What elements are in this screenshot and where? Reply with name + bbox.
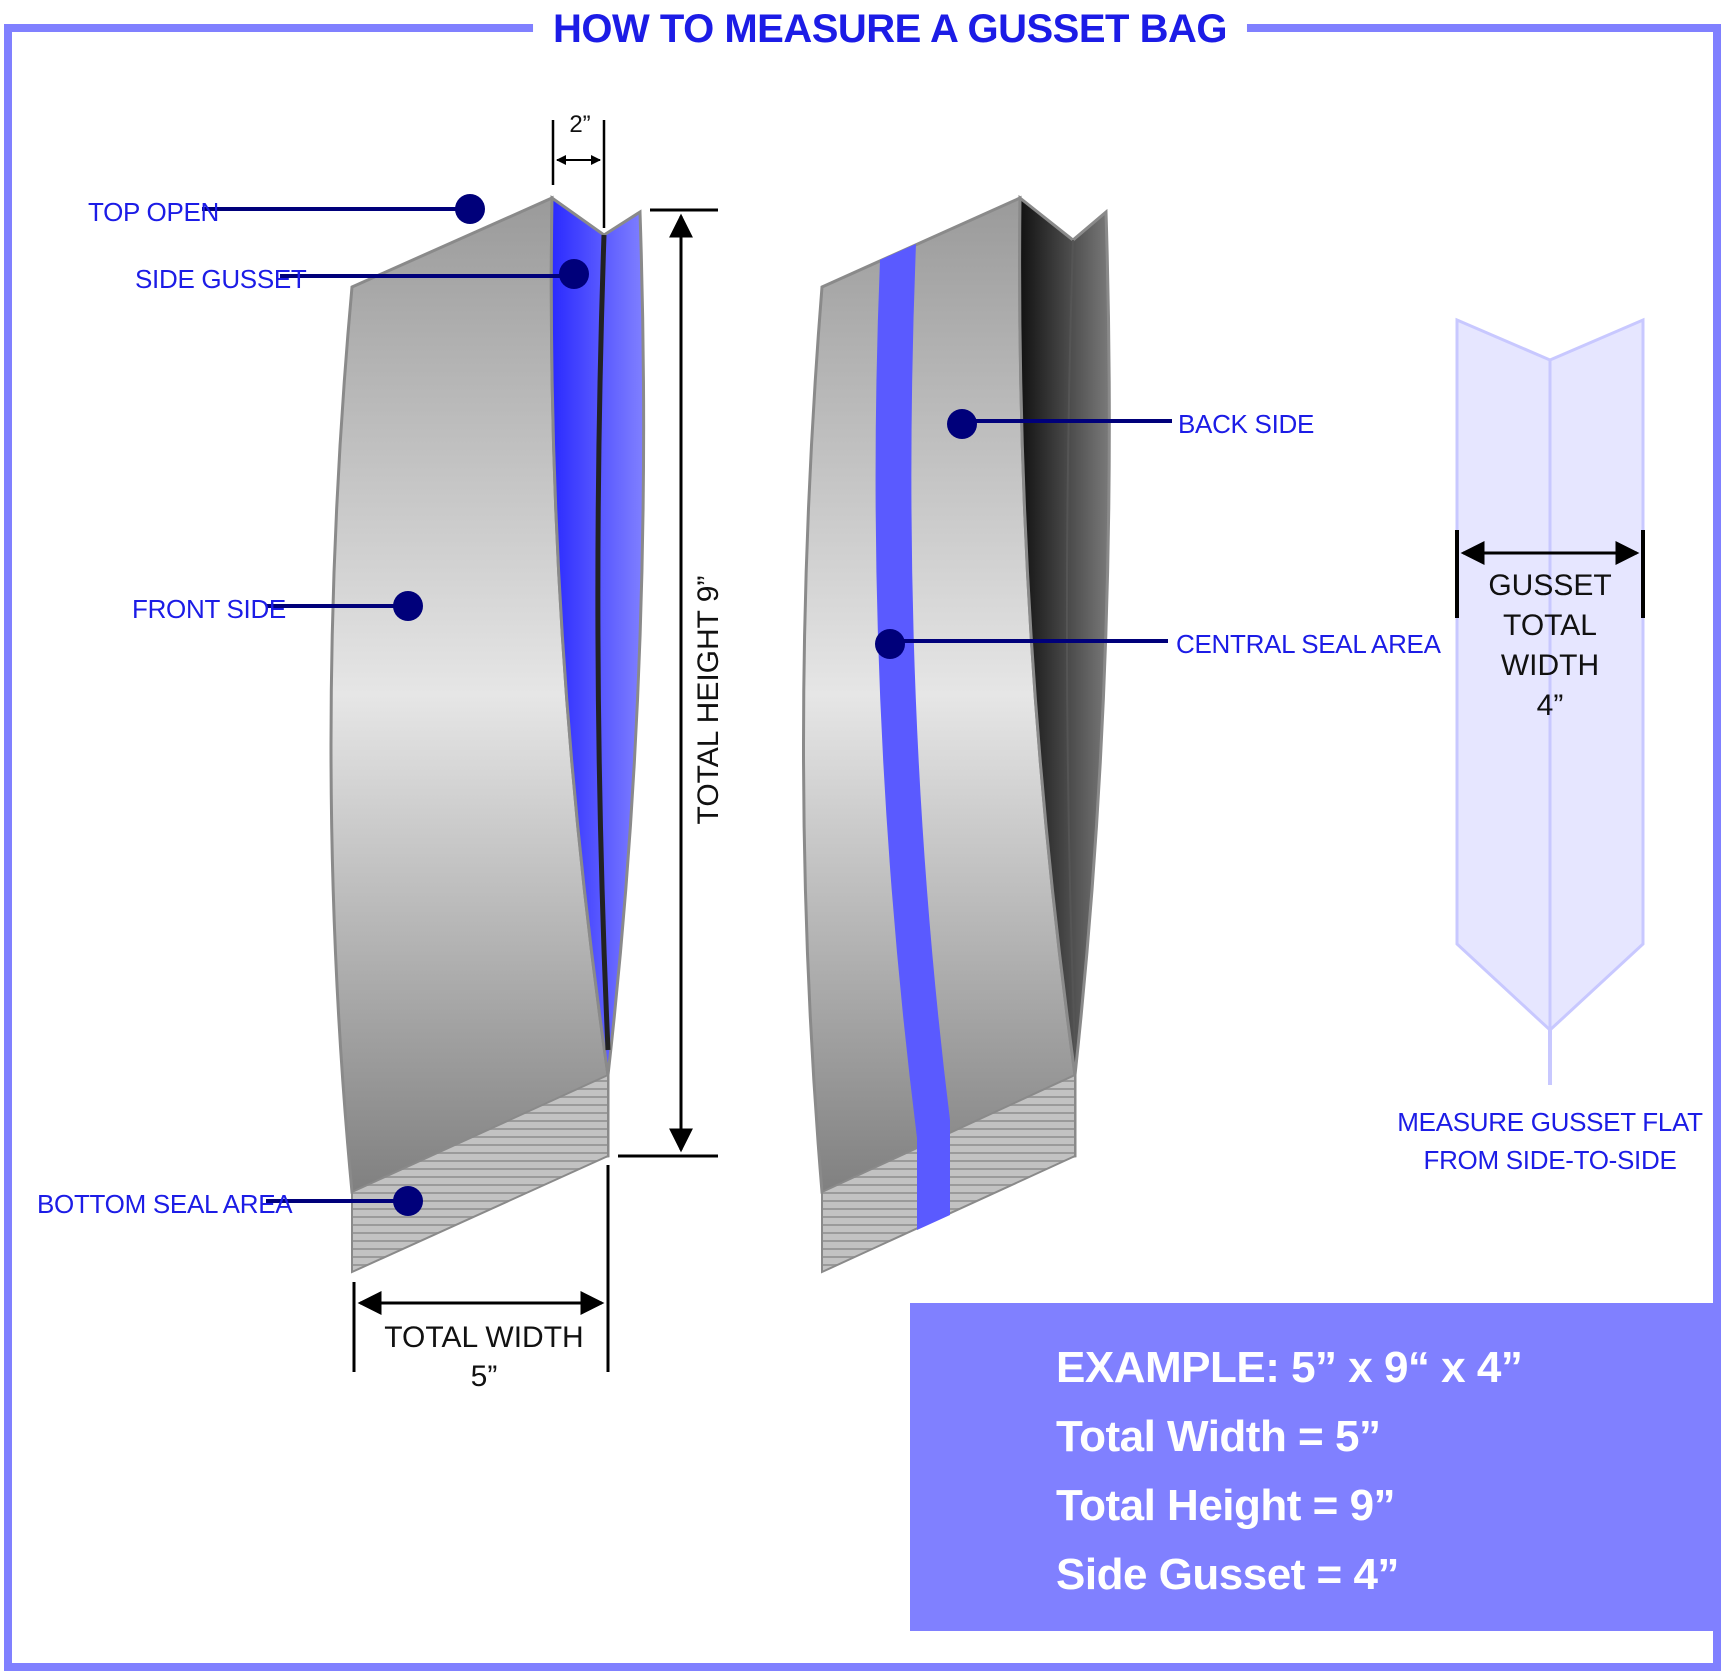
example-line1: EXAMPLE: 5” x 9“ x 4” — [1056, 1343, 1522, 1392]
example-line4: Side Gusset = 4” — [1056, 1550, 1399, 1599]
central-seal-stripe — [875, 244, 950, 1230]
label-gusset-line1: GUSSET — [1488, 569, 1611, 602]
example-panel: EXAMPLE: 5” x 9“ x 4” Total Width = 5” T… — [910, 1303, 1717, 1631]
dimension-total-height: TOTAL HEIGHT 9” — [618, 208, 725, 1158]
flat-note-line2: FROM SIDE-TO-SIDE — [1424, 1145, 1677, 1175]
label-gusset-line3: WIDTH — [1501, 649, 1599, 682]
label-back-side: BACK SIDE — [1178, 409, 1314, 439]
example-line3: Total Height = 9” — [1056, 1481, 1395, 1530]
callout-side-gusset: SIDE GUSSET — [135, 259, 589, 294]
callout-dot — [393, 591, 423, 621]
callout-back-side: BACK SIDE — [947, 409, 1314, 439]
flat-gusset-note: MEASURE GUSSET FLAT FROM SIDE-TO-SIDE — [1397, 1107, 1703, 1175]
label-total-height: TOTAL HEIGHT 9” — [692, 576, 725, 825]
flat-gusset — [1455, 317, 1645, 1085]
front-bag — [329, 195, 646, 1274]
callout-bottom-seal-area: BOTTOM SEAL AREA — [37, 1186, 423, 1219]
callout-central-seal-area: CENTRAL SEAL AREA — [875, 629, 1442, 659]
back-gusset-fold-line — [1065, 239, 1076, 1051]
callout-dot — [393, 1186, 423, 1216]
dimension-gusset-total-width: GUSSET TOTAL WIDTH 4” — [1455, 530, 1645, 722]
page-title: HOW TO MEASURE A GUSSET BAG — [553, 7, 1227, 51]
value-gusset-total-width: 4” — [1537, 689, 1564, 722]
label-top-open: TOP OPEN — [88, 197, 219, 227]
callout-dot — [455, 194, 485, 224]
callout-dot — [947, 409, 977, 439]
value-total-width: 5” — [471, 1360, 498, 1393]
flat-note-line1: MEASURE GUSSET FLAT — [1397, 1107, 1703, 1137]
label-central-seal-area: CENTRAL SEAL AREA — [1176, 629, 1442, 659]
label-front-side: FRONT SIDE — [132, 594, 286, 624]
callout-dot — [875, 629, 905, 659]
label-bottom-seal-area: BOTTOM SEAL AREA — [37, 1189, 293, 1219]
dimension-gusset-top: 2” — [551, 111, 606, 228]
label-gusset-line2: TOTAL — [1503, 609, 1597, 642]
label-gusset-top: 2” — [569, 111, 590, 138]
back-bag — [802, 194, 1111, 1274]
front-bottom-seal — [351, 1073, 609, 1274]
callout-front-side: FRONT SIDE — [132, 591, 423, 624]
gusset-fold-line — [595, 234, 611, 1051]
callout-top-open: TOP OPEN — [88, 194, 485, 227]
example-panel-background — [910, 1303, 1717, 1631]
callout-dot — [559, 259, 589, 289]
example-line2: Total Width = 5” — [1056, 1412, 1380, 1461]
frame-border — [4, 24, 1721, 1671]
dimension-total-width: TOTAL WIDTH 5” — [352, 1165, 610, 1393]
title-backing — [533, 3, 1247, 55]
label-side-gusset: SIDE GUSSET — [135, 264, 307, 294]
label-total-width: TOTAL WIDTH — [384, 1321, 583, 1354]
